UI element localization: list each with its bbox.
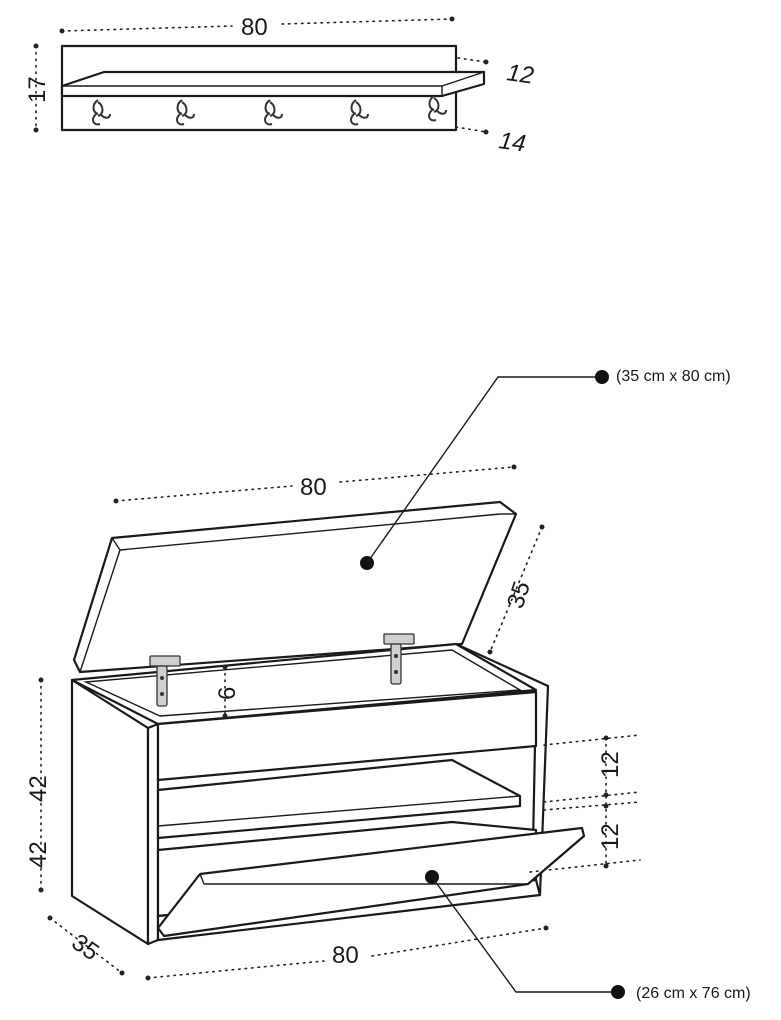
lid-size-callout: (35 cm x 80 cm) [616, 368, 731, 385]
bench-front-rail [156, 690, 538, 782]
shelf-height-label: 17 [24, 76, 51, 103]
hinge-icon [383, 633, 415, 685]
inner-depth-label: 6 [214, 687, 241, 700]
shelf-bracket-depth-label: 14 [497, 127, 527, 157]
storage-bench: 80 35 (35 cm x 80 cm) 6 42 42 12 12 [25, 368, 751, 1002]
hinge-icon [149, 655, 181, 707]
bench-storage-cavity [70, 642, 538, 726]
lid-width-label: 80 [300, 474, 327, 501]
bench-height-label-upper: 42 [25, 775, 52, 802]
coat-hook-icon [350, 99, 369, 126]
wall-shelf: 80 17 12 14 [24, 14, 535, 158]
compartment-height-label-lower: 12 [597, 823, 624, 850]
bench-height-label-lower: 42 [25, 841, 52, 868]
shelf-depth-label: 12 [505, 59, 535, 89]
door-size-callout: (26 cm x 76 cm) [636, 985, 751, 1002]
bench-left-side-panel [70, 678, 150, 946]
lid-depth-label: 35 [502, 578, 536, 612]
coat-hook-icon [264, 99, 283, 126]
coat-hook-icon [176, 99, 195, 126]
coat-hook-icon [428, 95, 447, 122]
shelf-width-label: 80 [241, 14, 268, 41]
compartment-height-label-upper: 12 [597, 751, 624, 778]
base-width-label: 80 [332, 942, 359, 969]
coat-hook-icon [92, 99, 111, 126]
shelf-board [60, 70, 486, 98]
